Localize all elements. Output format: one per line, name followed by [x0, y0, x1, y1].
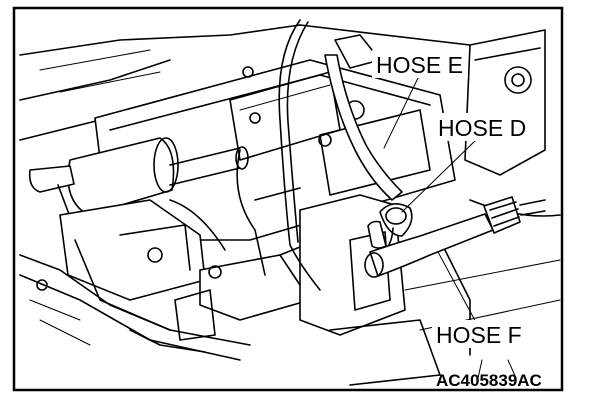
- hose-f-label-bg: [432, 320, 528, 348]
- figure-code: AC405839AC: [436, 371, 542, 390]
- figure-code-leader-line-2: [507, 359, 517, 379]
- hose-f-leader-line: [437, 251, 479, 327]
- figure-code-leader-line-1: [477, 359, 483, 379]
- hose-e-label-bg: [372, 50, 468, 78]
- hose-d-label-bg: [434, 113, 534, 141]
- hose-e-label: HOSE E: [376, 52, 463, 78]
- hose-f-drawing: [364, 196, 546, 278]
- hose-d-drawing: [367, 203, 413, 251]
- hose-f-label: HOSE F: [436, 322, 522, 348]
- hose-e-leader-line: [383, 77, 419, 149]
- hose-d-leader-line: [401, 137, 479, 213]
- hose-d-label: HOSE D: [438, 115, 526, 141]
- hose-e-drawing: [254, 54, 403, 201]
